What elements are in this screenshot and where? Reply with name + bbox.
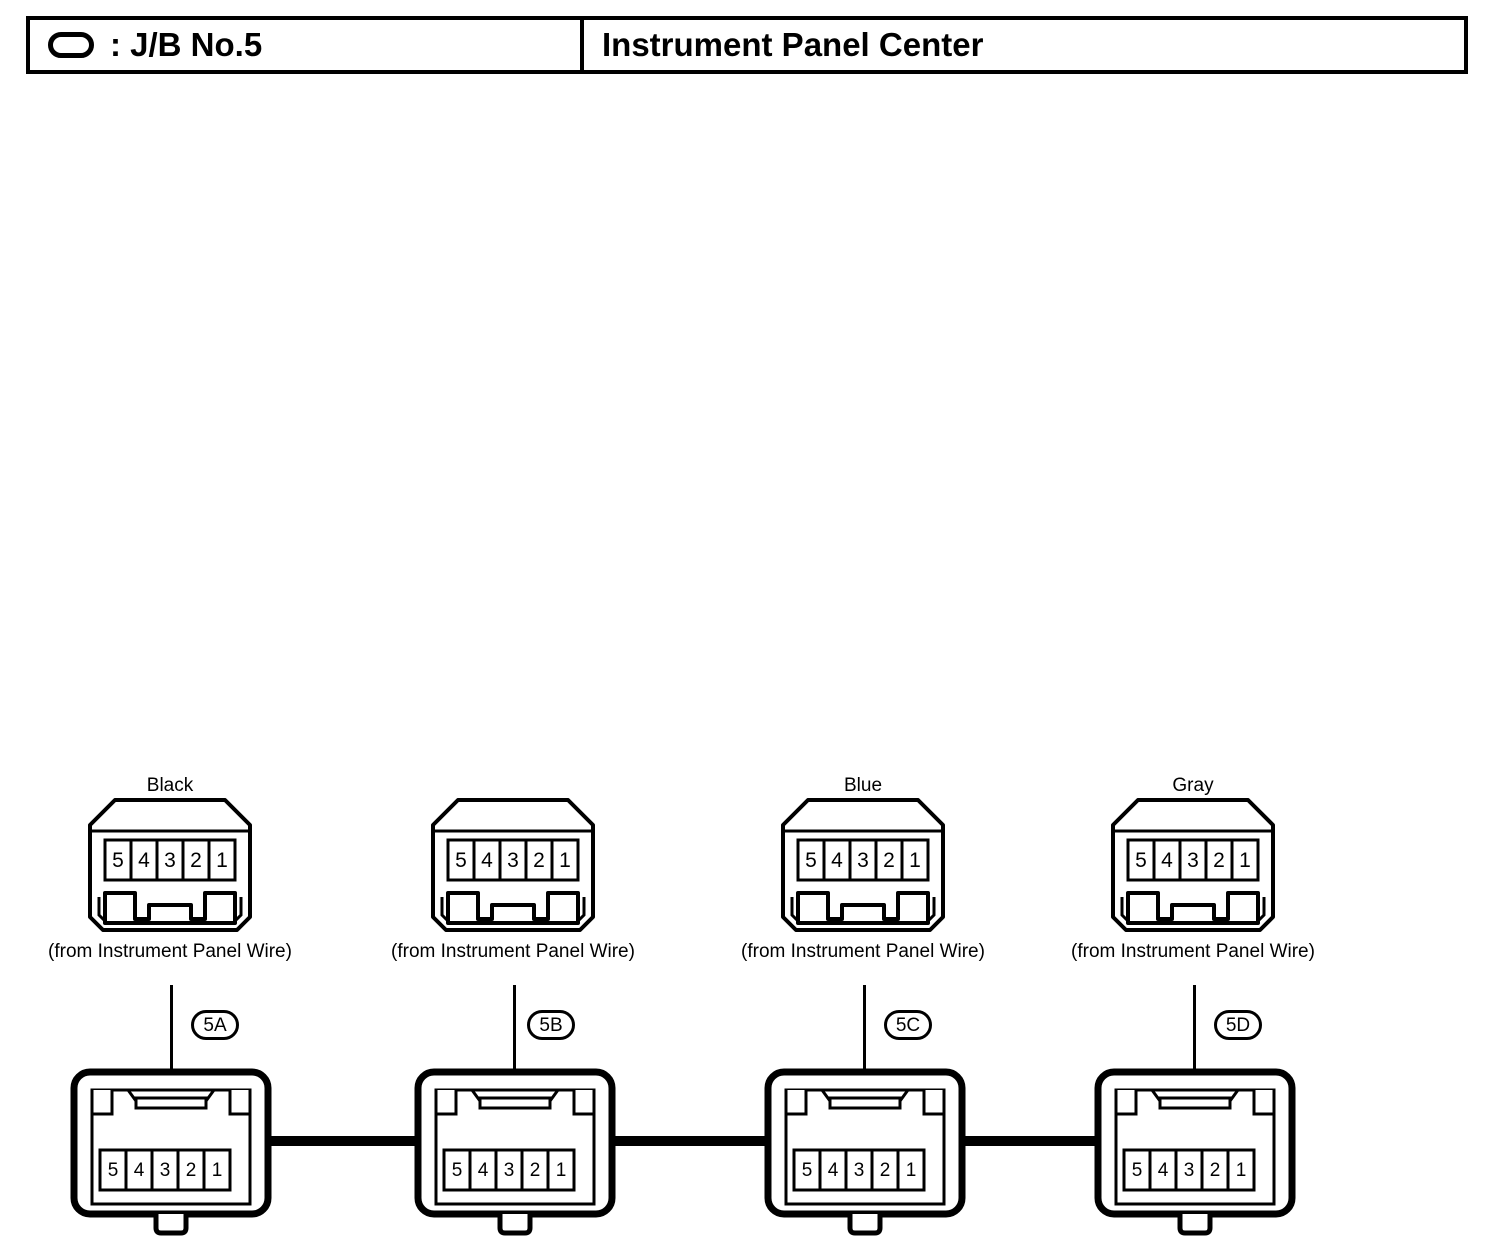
- harness-wire-5c-5d: [958, 1136, 1104, 1146]
- junction-block-code: : J/B No.5: [110, 26, 263, 63]
- top-connector-3-body: [781, 798, 945, 932]
- connector-badge-5b[interactable]: 5B: [527, 1010, 575, 1040]
- top-connector-2-source: (from Instrument Panel Wire): [391, 941, 635, 962]
- drop-line-5b: [513, 985, 516, 1070]
- top-connector-2-body: [431, 798, 595, 932]
- bottom-connector-5c-body: [764, 1068, 966, 1236]
- top-connector-4: Gray 5 4 3 2 1 (from Instrument Pane: [1023, 775, 1363, 975]
- harness-wire-5a-5b: [262, 1136, 424, 1146]
- top-connector-4-source: (from Instrument Panel Wire): [1071, 941, 1315, 962]
- header-divider: [580, 20, 584, 70]
- top-connector-4-body: [1111, 798, 1275, 932]
- drop-line-5c: [863, 985, 866, 1070]
- bottom-connector-5d-body: [1094, 1068, 1296, 1236]
- harness-wire-5b-5c: [608, 1136, 774, 1146]
- connector-badge-5a[interactable]: 5A: [191, 1010, 239, 1040]
- bottom-connector-5b-body: [414, 1068, 616, 1236]
- top-connector-3-color: Blue: [843, 775, 883, 796]
- bottom-connector-5a: 5 4 3 2 1: [70, 1068, 272, 1236]
- drop-line-5d: [1193, 985, 1196, 1070]
- connector-badge-5c[interactable]: 5C: [884, 1010, 932, 1040]
- top-connector-3-source: (from Instrument Panel Wire): [741, 941, 985, 962]
- bottom-connector-5b: 5 4 3 2 1: [414, 1068, 616, 1236]
- oval-icon: [48, 32, 94, 58]
- top-connector-1-source: (from Instrument Panel Wire): [48, 941, 292, 962]
- top-connector-4-color: Gray: [1172, 775, 1214, 796]
- top-connector-1-color: Black: [146, 775, 194, 796]
- connector-badge-5d[interactable]: 5D: [1214, 1010, 1262, 1040]
- bottom-connector-5d: 5 4 3 2 1: [1094, 1068, 1296, 1236]
- header-right-cell: Instrument Panel Center: [584, 20, 1464, 70]
- bottom-connector-5c: 5 4 3 2 1: [764, 1068, 966, 1236]
- drop-line-5a: [170, 985, 173, 1070]
- page-title: Instrument Panel Center: [602, 26, 984, 63]
- top-connector-3: Blue 5 4 3 2 1 (from Instrument Pane: [693, 775, 1033, 975]
- header-left-cell: : J/B No.5: [30, 20, 580, 70]
- top-connector-2: 5 4 3 2 1 (from Instrument Panel Wire): [343, 775, 683, 975]
- bottom-connector-5a-body: [70, 1068, 272, 1236]
- top-connector-1-body: [88, 798, 252, 932]
- top-connector-1: Black 5 4 3 2 1 (from Instrument Pan: [0, 775, 340, 975]
- header-bar: : J/B No.5 Instrument Panel Center: [26, 16, 1468, 74]
